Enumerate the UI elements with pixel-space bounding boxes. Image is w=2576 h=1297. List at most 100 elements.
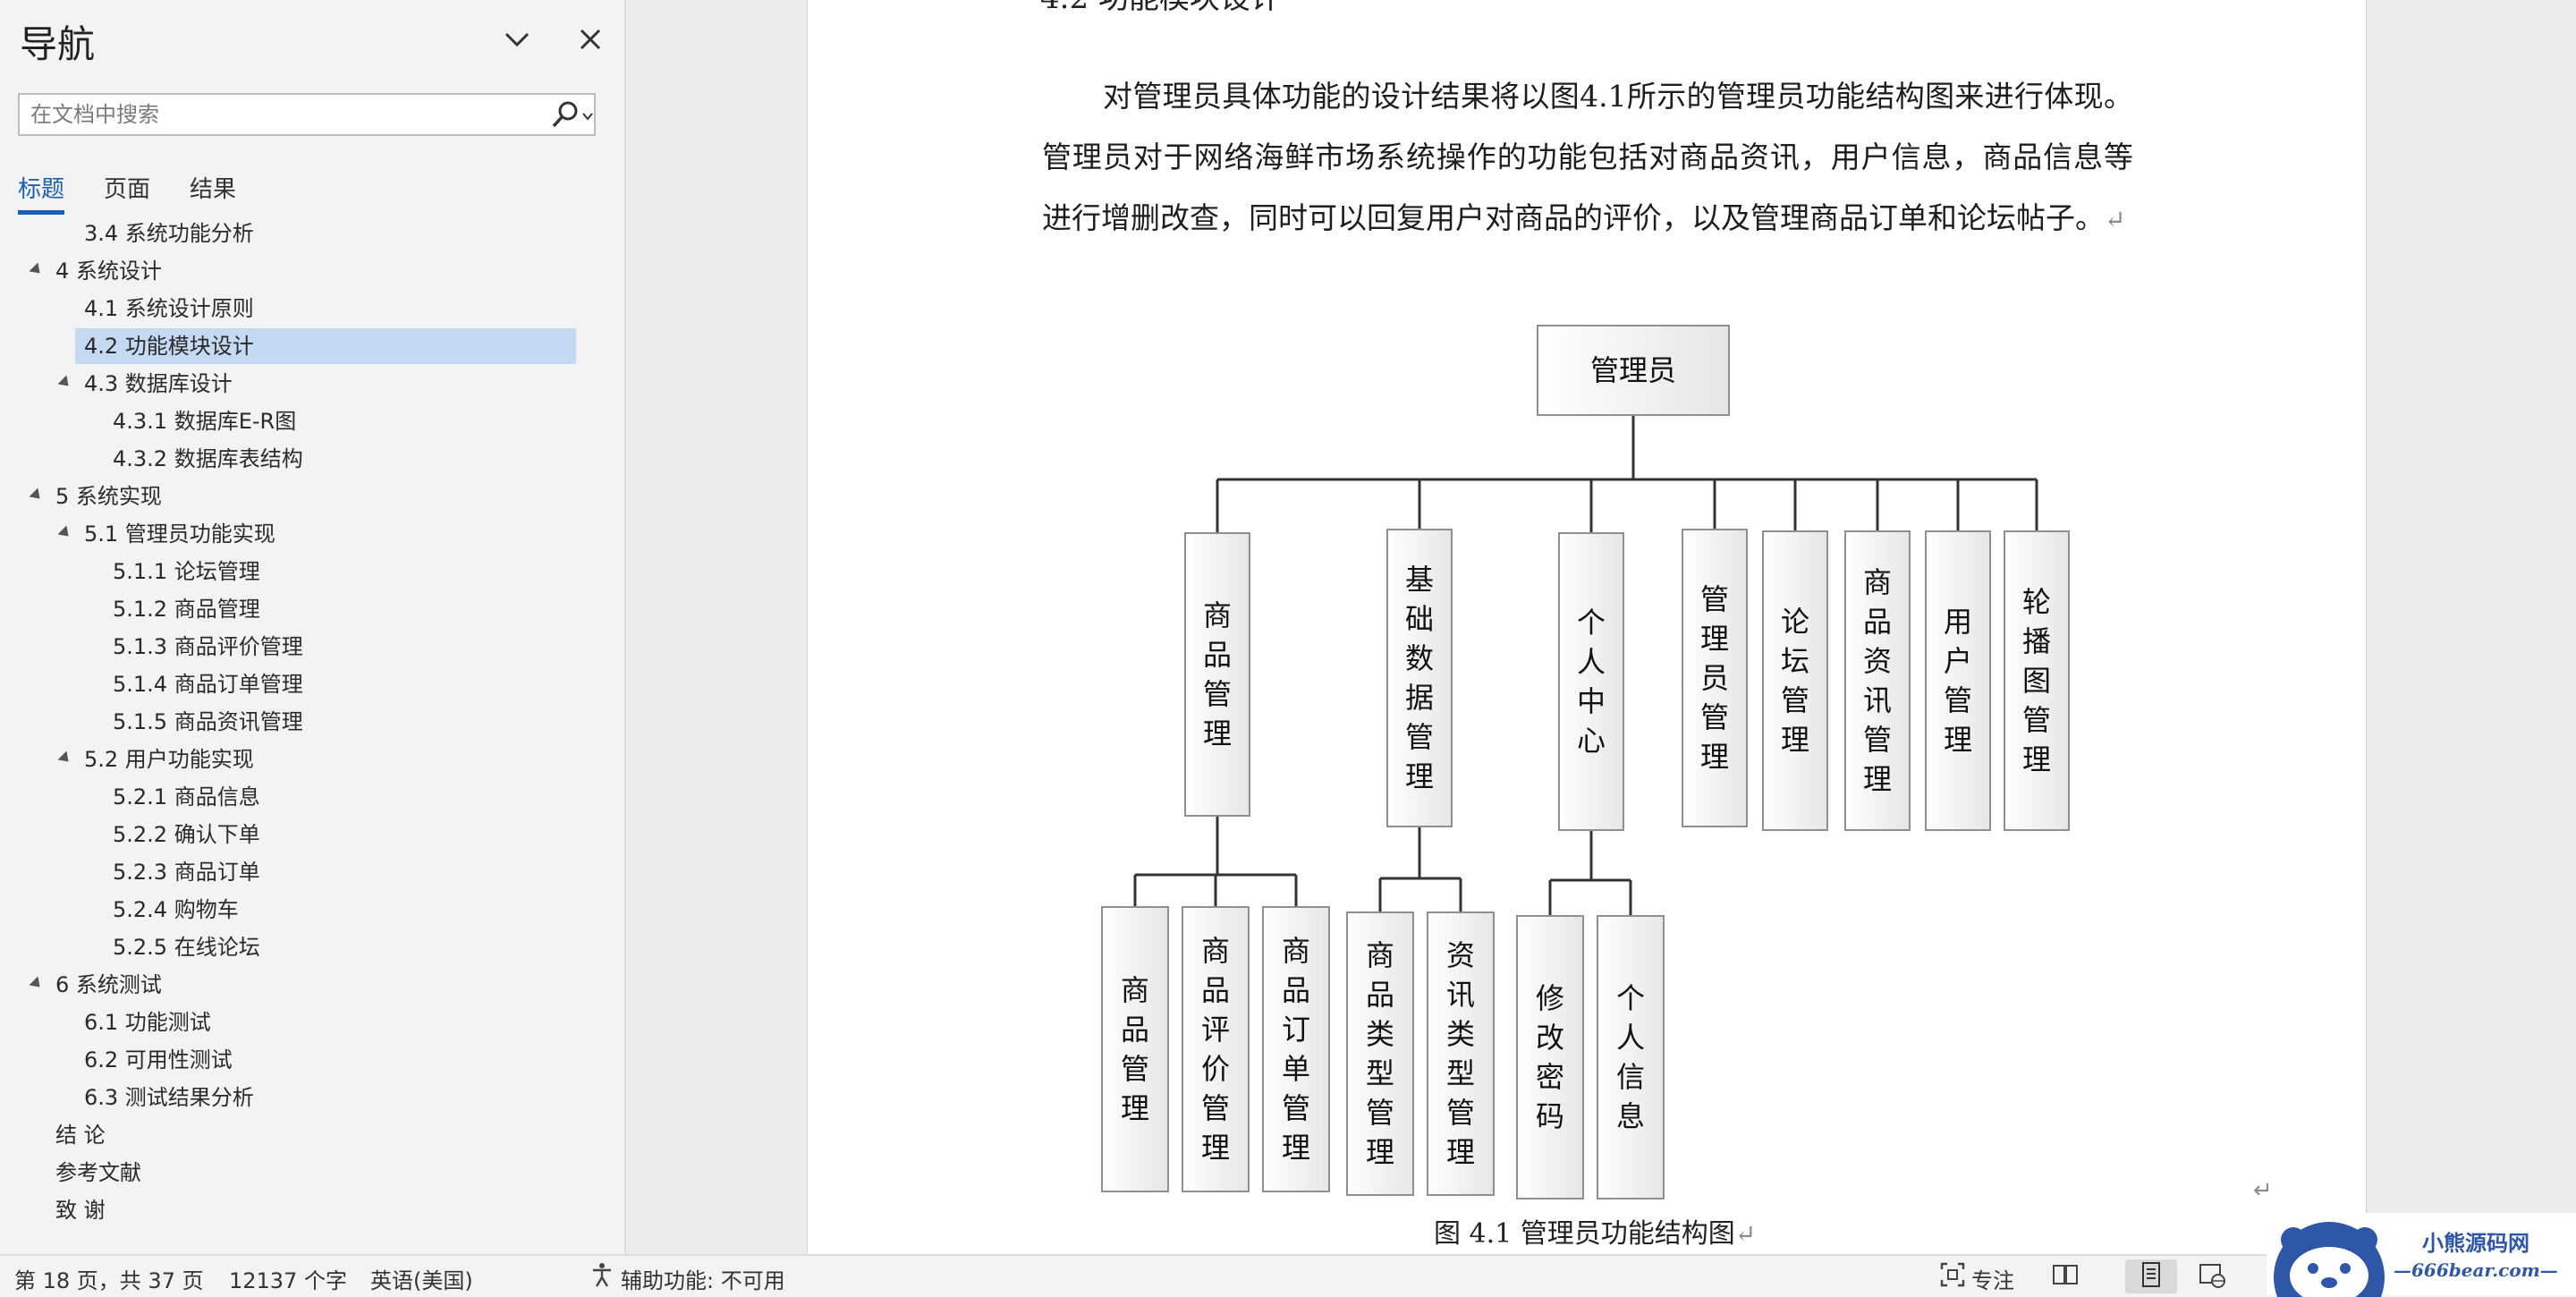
nav-heading-item[interactable]: 6.1 功能测试 — [0, 1004, 624, 1041]
nav-heading-item[interactable]: 5 系统实现 — [0, 478, 624, 515]
diagram-box-char: 理 — [1203, 716, 1232, 750]
nav-heading-item[interactable]: 5.1.4 商品订单管理 — [0, 665, 624, 703]
accessibility-status[interactable]: 辅助功能: 不可用 — [621, 1268, 785, 1293]
nav-heading-item[interactable]: 5.1.1 论坛管理 — [0, 553, 624, 590]
accessibility-icon — [589, 1261, 615, 1293]
diagram-box-char: 品 — [1282, 973, 1310, 1007]
diagram-box-char: 理 — [1944, 723, 1972, 757]
focus-mode-button[interactable]: 专注 — [1971, 1268, 2014, 1293]
nav-heading-label: 6.3 测试结果分析 — [84, 1085, 254, 1110]
word-count[interactable]: 12137 个字 — [229, 1268, 347, 1293]
nav-heading-item[interactable]: 4.3.2 数据库表结构 — [0, 440, 624, 478]
page-count[interactable]: 第 18 页，共 37 页 — [14, 1268, 204, 1293]
expand-triangle-icon[interactable] — [29, 262, 45, 278]
web-layout-icon[interactable] — [2197, 1259, 2227, 1293]
print-layout-icon[interactable] — [2125, 1259, 2177, 1293]
diagram-box-char: 品 — [1121, 1013, 1149, 1047]
search-icon[interactable] — [549, 98, 581, 131]
expand-triangle-icon[interactable] — [57, 375, 73, 391]
nav-heading-item[interactable]: 致 谢 — [0, 1191, 624, 1229]
nav-heading-label: 4.1 系统设计原则 — [84, 296, 254, 321]
diagram-box-char: 员 — [1700, 661, 1729, 695]
nav-heading-item[interactable]: 6.2 可用性测试 — [0, 1041, 624, 1079]
nav-heading-label: 5.2.4 购物车 — [113, 897, 239, 922]
diagram-submodule-box: 商品管理 — [1101, 906, 1169, 1192]
nav-heading-label: 4.2 功能模块设计 — [84, 334, 254, 359]
diagram-box-char: 修 — [1536, 981, 1564, 1015]
diagram-box-char: 管 — [1446, 1096, 1475, 1130]
nav-heading-item[interactable]: 4.1 系统设计原则 — [0, 290, 624, 327]
nav-heading-item[interactable]: 6.3 测试结果分析 — [0, 1079, 624, 1116]
read-mode-icon[interactable] — [2050, 1259, 2080, 1293]
nav-heading-label: 4.3.2 数据库表结构 — [113, 446, 303, 471]
diagram-root-box: 管理员 — [1537, 325, 1730, 416]
nav-heading-item[interactable]: 结 论 — [0, 1116, 624, 1154]
expand-triangle-icon[interactable] — [57, 525, 73, 541]
nav-heading-item[interactable]: 5.1.5 商品资讯管理 — [0, 703, 624, 741]
diagram-box-char: 商 — [1203, 598, 1232, 632]
nav-heading-item[interactable]: 5.2.4 购物车 — [0, 891, 624, 928]
diagram-box-char: 理 — [1863, 762, 1892, 796]
tab-headings[interactable]: 标题 — [18, 172, 65, 220]
nav-heading-item[interactable]: 5.2.3 商品订单 — [0, 853, 624, 891]
diagram-box-char: 管 — [1201, 1091, 1230, 1125]
tab-results[interactable]: 结果 — [190, 176, 237, 203]
nav-heading-item[interactable]: 参考文献 — [0, 1154, 624, 1191]
nav-heading-item[interactable]: 5.1 管理员功能实现 — [0, 515, 624, 553]
diagram-box-char: 理 — [1405, 759, 1434, 793]
nav-heading-item[interactable]: 4.3 数据库设计 — [0, 365, 624, 403]
diagram-box-char: 评 — [1201, 1013, 1230, 1047]
nav-heading-item[interactable]: 5.1.3 商品评价管理 — [0, 628, 624, 665]
watermark-logo: 小熊源码网 —666bear.com— — [2267, 1213, 2576, 1297]
diagram-box-char: 密 — [1536, 1060, 1564, 1094]
nav-heading-item[interactable]: 5.2.1 商品信息 — [0, 778, 624, 816]
nav-heading-item[interactable]: 4.3.1 数据库E-R图 — [0, 403, 624, 440]
diagram-box-char: 订 — [1282, 1013, 1310, 1047]
nav-heading-item[interactable]: 5.2 用户功能实现 — [0, 741, 624, 778]
diagram-box-char: 管 — [1700, 700, 1729, 734]
diagram-box-char: 息 — [1616, 1099, 1645, 1133]
nav-heading-item[interactable]: 4.2 功能模块设计 — [0, 327, 624, 365]
nav-heading-label: 5.1 管理员功能实现 — [84, 521, 275, 547]
selection-highlight — [75, 328, 576, 364]
chevron-down-icon[interactable] — [497, 20, 537, 59]
diagram-box-char: 类 — [1446, 1017, 1475, 1051]
diagram-box-char: 单 — [1282, 1052, 1310, 1086]
nav-heading-item[interactable]: 5.2.5 在线论坛 — [0, 928, 624, 966]
expand-triangle-icon[interactable] — [57, 750, 73, 767]
nav-heading-item[interactable]: 5.2.2 确认下单 — [0, 816, 624, 853]
search-input[interactable] — [20, 95, 551, 134]
diagram-module-box: 论坛管理 — [1762, 530, 1828, 831]
diagram-box-char: 类 — [1366, 1017, 1394, 1051]
nav-heading-label: 参考文献 — [55, 1160, 141, 1185]
nav-heading-item[interactable]: 4 系统设计 — [0, 252, 624, 290]
search-options-chevron-icon[interactable] — [581, 109, 594, 122]
diagram-box-char: 轮 — [2022, 585, 2051, 619]
language-indicator[interactable]: 英语(美国) — [370, 1268, 473, 1293]
close-icon[interactable] — [571, 20, 610, 59]
tab-pages[interactable]: 页面 — [104, 176, 151, 203]
nav-heading-label: 6.2 可用性测试 — [84, 1047, 233, 1072]
diagram-box-char: 理 — [1366, 1135, 1394, 1169]
nav-title: 导航 — [20, 22, 96, 66]
expand-triangle-icon[interactable] — [29, 976, 45, 992]
nav-heading-label: 6.1 功能测试 — [84, 1010, 211, 1035]
nav-heading-label: 4.3 数据库设计 — [84, 371, 233, 396]
diagram-module-box: 商品资讯管理 — [1844, 530, 1911, 831]
expand-triangle-icon[interactable] — [29, 487, 45, 504]
paragraph-text: 对管理员具体功能的设计结果将以图4.1所示的管理员功能结构图来进行体现。管理员对… — [1042, 79, 2133, 235]
diagram-box-char: 数 — [1405, 641, 1434, 675]
diagram-box-char: 心 — [1577, 724, 1606, 758]
document-page[interactable]: 4.2 功能模块设计 对管理员具体功能的设计结果将以图4.1所示的管理员功能结构… — [807, 0, 2367, 1254]
nav-heading-label: 4.3.1 数据库E-R图 — [113, 409, 297, 434]
document-area[interactable]: 4.2 功能模块设计 对管理员具体功能的设计结果将以图4.1所示的管理员功能结构… — [626, 0, 2576, 1254]
diagram-box-char: 中 — [1577, 684, 1606, 718]
diagram-box-char: 改 — [1536, 1021, 1564, 1055]
body-paragraph[interactable]: 对管理员具体功能的设计结果将以图4.1所示的管理员功能结构图来进行体现。管理员对… — [1042, 66, 2133, 250]
nav-heading-item[interactable]: 3.4 系统功能分析 — [0, 215, 624, 252]
diagram-box-char: 品 — [1201, 973, 1230, 1007]
nav-heading-item[interactable]: 5.1.2 商品管理 — [0, 590, 624, 628]
nav-heading-item[interactable]: 6 系统测试 — [0, 966, 624, 1004]
diagram-box-char: 型 — [1366, 1056, 1394, 1090]
